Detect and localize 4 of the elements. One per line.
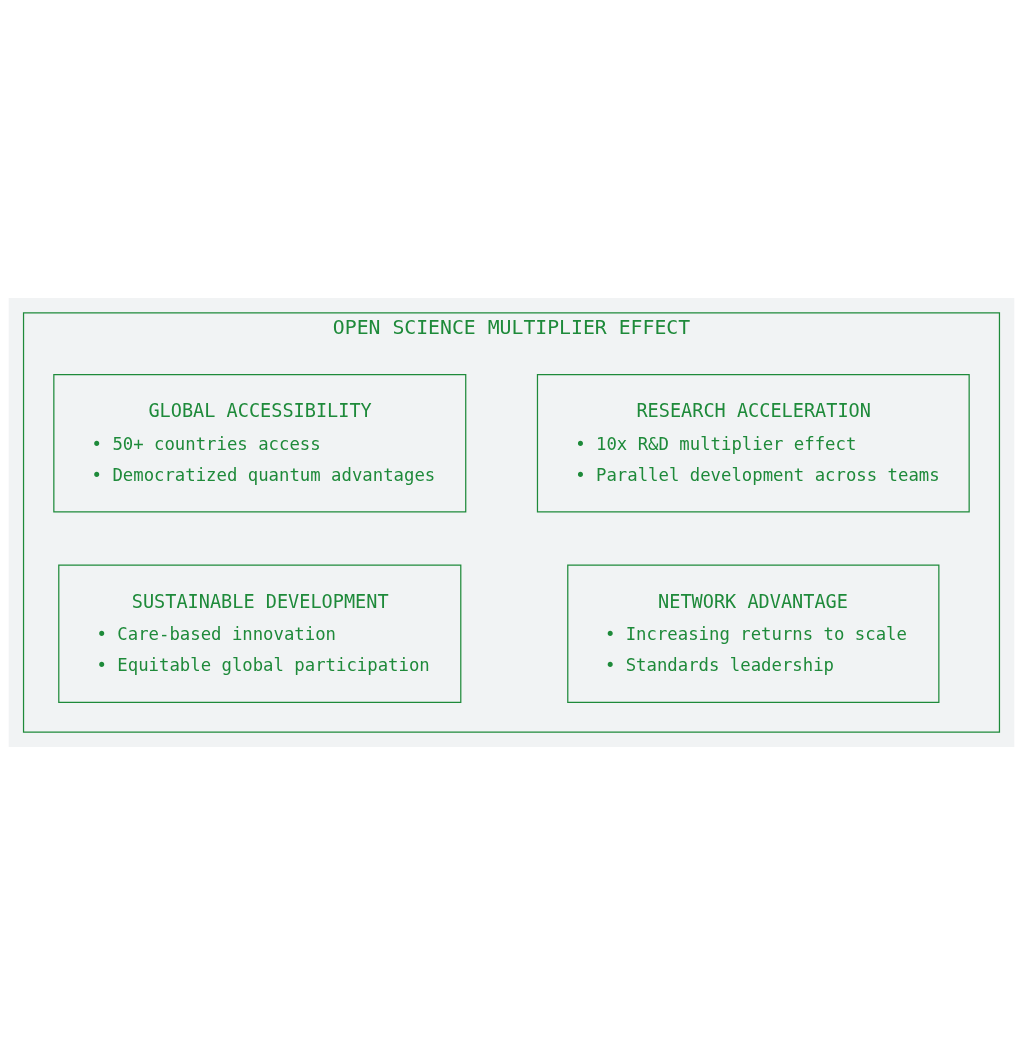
node-box: RESEARCH ACCELERATION • 10x R&D multiplier effect • Parallel development across teams xyxy=(536,373,970,513)
node-box: NETWORK ADVANTAGE • Increasing returns to scale • Standards leadership xyxy=(567,564,940,703)
node-box: GLOBAL ACCESSIBILITY • 50+ countries access • Democratized quantum advantages xyxy=(53,373,467,513)
node-box: SUSTAINABLE DEVELOPMENT • Care-based innovation • Equitable global participation xyxy=(58,564,462,703)
